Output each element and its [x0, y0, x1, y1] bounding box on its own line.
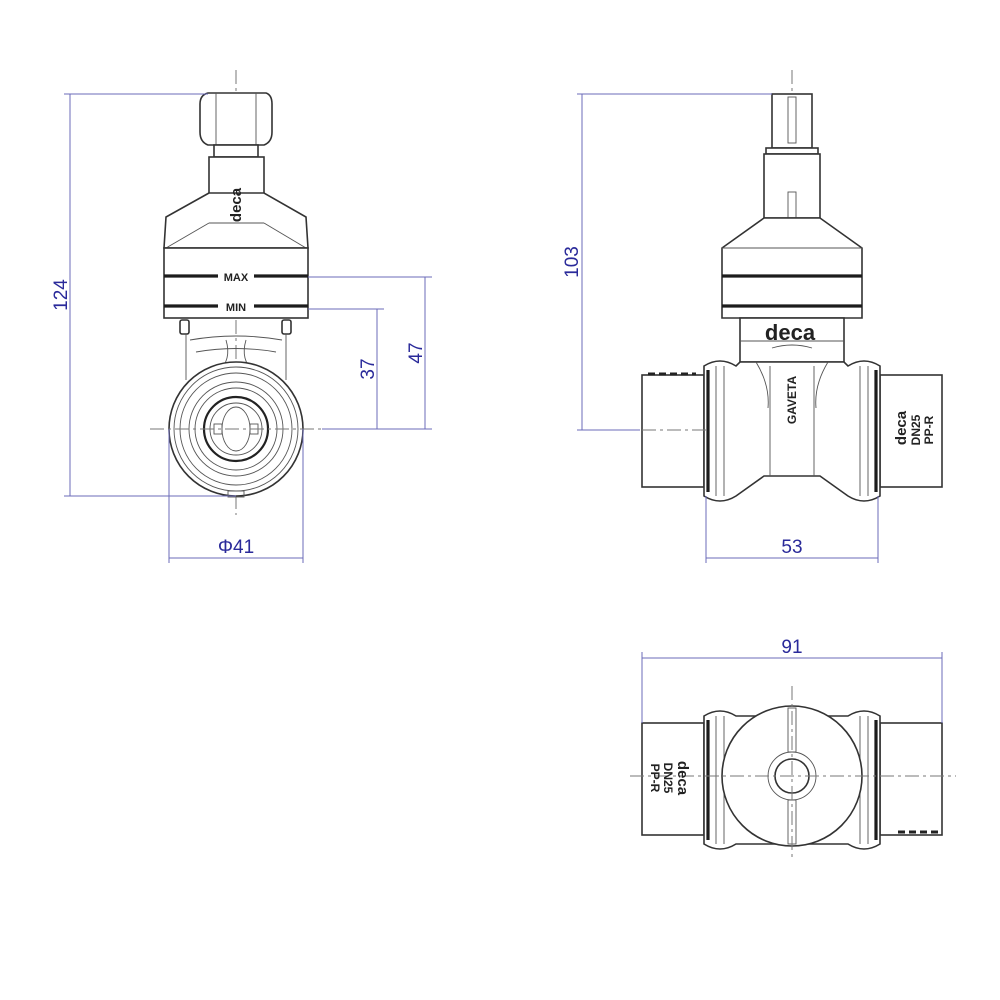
dim-min-height: 37 [358, 358, 379, 379]
dim-max-height: 47 [406, 342, 427, 363]
top-pipe-material-label: PP-R [648, 764, 662, 793]
max-mark: MAX [224, 272, 249, 284]
pipe-size-label: DN25 [909, 414, 923, 445]
dim-diameter: Φ41 [218, 537, 254, 558]
dim-overall-height: 124 [51, 279, 72, 311]
dim-front-height: 103 [562, 246, 583, 278]
min-mark: MIN [226, 302, 246, 314]
handle-cap [199, 92, 273, 146]
front-view: deca GAVETA deca DN25 PP-R 103 53 [562, 70, 943, 563]
top-pipe-brand-label: deca [674, 761, 691, 796]
dim-body-width: 53 [781, 537, 802, 558]
top-pipe-size-label: DN25 [661, 763, 675, 794]
pipe-brand-label: deca [893, 410, 910, 445]
brand-label: deca [228, 187, 245, 222]
top-view: deca DN25 PP-R 91 [630, 637, 956, 860]
pipe-material-label: PP-R [922, 415, 936, 444]
dim-overall-width: 91 [781, 637, 802, 658]
side-view: MAX MIN deca 124 37 47 [51, 70, 432, 563]
gate-label: GAVETA [785, 376, 799, 425]
